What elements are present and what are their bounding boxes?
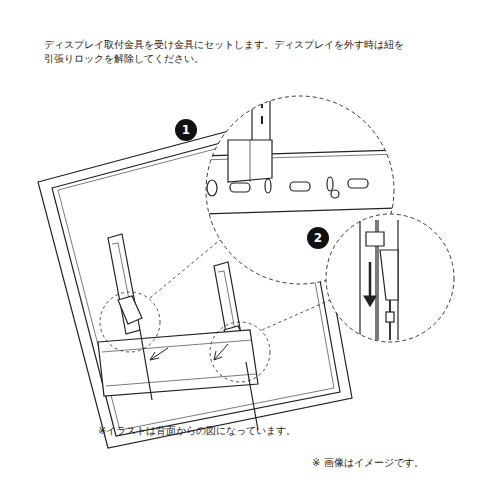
note-text: ※イラストは背面からの図になっています。 <box>98 424 398 438</box>
callout-number: 1 <box>175 119 197 141</box>
instruction-text: ディスプレイ取付金具を受け金具にセットします。ディスプレイを外す時は紐を引張りロ… <box>44 38 410 65</box>
note-text: ※ 画像はイメージです。 <box>312 456 472 470</box>
callout-number: 2 <box>307 227 329 249</box>
